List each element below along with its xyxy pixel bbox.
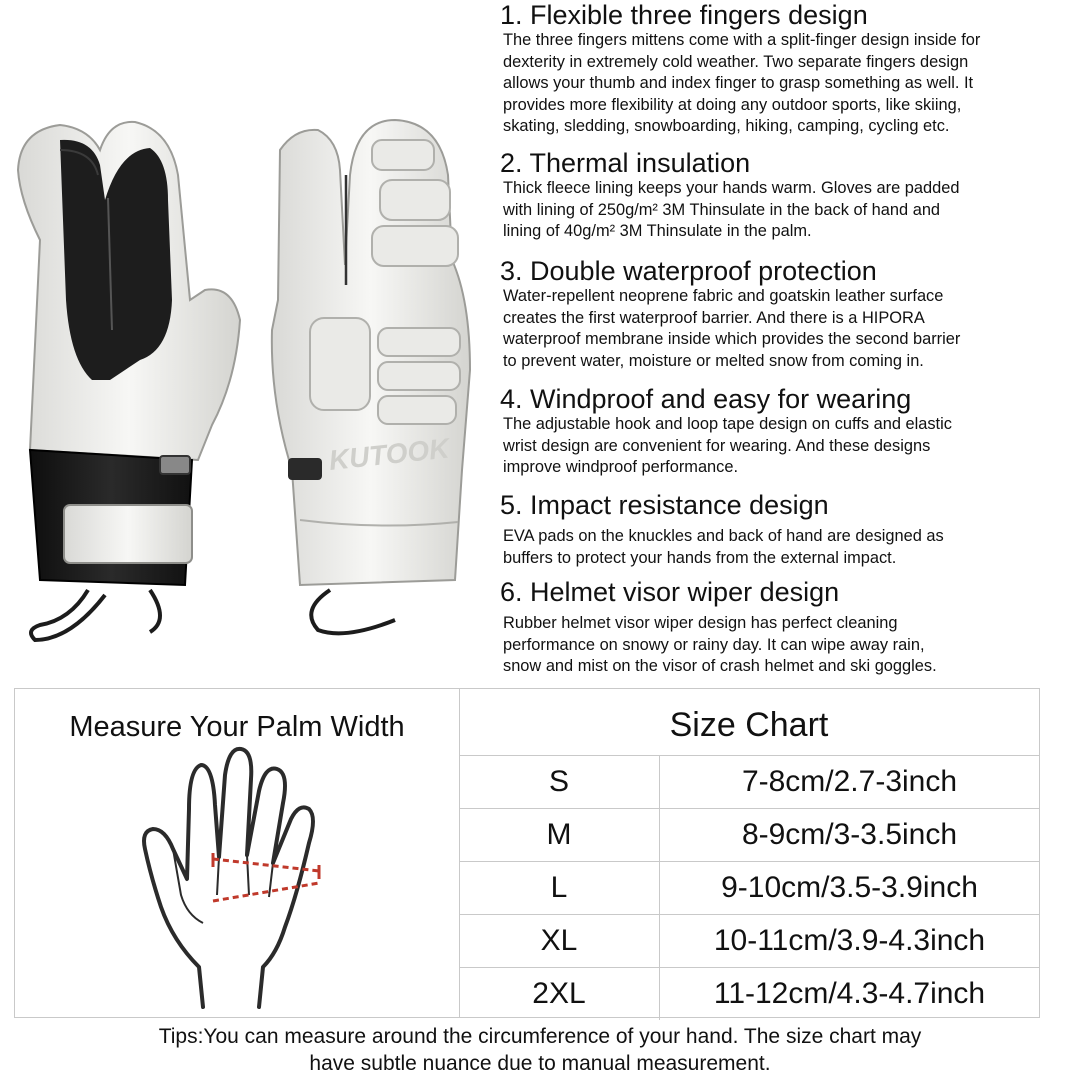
- size-label: XL: [459, 914, 660, 968]
- feature-line: Thick fleece lining keeps your hands war…: [503, 179, 960, 197]
- size-label: 2XL: [459, 967, 660, 1020]
- size-range: 9-10cm/3.5-3.9inch: [659, 861, 1039, 915]
- feature-title: 1. Flexible three fingers design: [500, 0, 868, 30]
- size-range: 11-12cm/4.3-4.7inch: [659, 967, 1039, 1020]
- size-label: L: [459, 861, 660, 915]
- feature-line: allows your thumb and index finger to gr…: [503, 74, 974, 93]
- size-label: M: [459, 808, 660, 862]
- feature-description: Thick fleece lining keeps your hands war…: [500, 178, 1080, 243]
- feature-line: creates the first waterproof barrier. An…: [503, 308, 925, 327]
- feature-title: 2. Thermal insulation: [500, 148, 751, 178]
- feature-line: to prevent water, moisture or melted sno…: [503, 351, 924, 370]
- feature-line: improve windproof performance.: [503, 458, 739, 477]
- size-table: S 7-8cm/2.7-3inch M 8-9cm/3-3.5inch L 9-…: [459, 755, 1039, 1020]
- palm-width-measure-line: [212, 857, 320, 873]
- feature-title: 5. Impact resistance design: [500, 490, 829, 520]
- measure-title: Measure Your Palm Width: [69, 711, 405, 743]
- feature-line: performance on snowy or rainy day. It ca…: [503, 635, 925, 654]
- size-range: 8-9cm/3-3.5inch: [659, 808, 1039, 862]
- feature-thermal-insulation: 2. Thermal insulation Thick fleece linin…: [500, 148, 1080, 243]
- hand-outline-icon: [142, 746, 321, 1009]
- feature-description: Water-repellent neoprene fabric and goat…: [500, 286, 1080, 372]
- feature-line: lining of 40g/m² 3M Thinsulate in the pa…: [503, 222, 812, 241]
- feature-title: 6. Helmet visor wiper design: [500, 577, 840, 607]
- feature-line: dexterity in extremely cold weather. Two…: [503, 52, 969, 71]
- feature-line: The adjustable hook and loop tape design…: [503, 415, 952, 433]
- size-label: S: [459, 755, 660, 809]
- measure-panel: Measure Your Palm Width: [15, 689, 460, 1017]
- size-section: Measure Your Palm Width Size Chart S 7-8…: [14, 688, 1040, 1020]
- feature-visor-wiper: 6. Helmet visor wiper design Rubber helm…: [500, 577, 1080, 678]
- feature-line: buffers to protect your hands from the e…: [503, 548, 897, 567]
- table-row: M 8-9cm/3-3.5inch: [459, 808, 1039, 862]
- feature-flexible-fingers: 1. Flexible three fingers design The thr…: [500, 0, 1080, 138]
- table-row: L 9-10cm/3.5-3.9inch: [459, 861, 1039, 915]
- feature-description: Rubber helmet visor wiper design has per…: [500, 613, 1080, 678]
- gloves-illustration: KUTOOK: [16, 118, 472, 643]
- feature-line: EVA pads on the knuckles and back of han…: [503, 527, 944, 545]
- left-glove-palm: [16, 120, 242, 643]
- tips-line: Tips:You can measure around the circumfe…: [158, 1025, 922, 1048]
- feature-line: skating, sledding, snowboarding, hiking,…: [503, 117, 950, 136]
- feature-line: wrist design are convenient for wearing.…: [503, 436, 931, 455]
- tips-note: Tips:You can measure around the circumfe…: [40, 1023, 1040, 1077]
- feature-description: The adjustable hook and loop tape design…: [500, 414, 1080, 479]
- feature-line: waterproof membrane inside which provide…: [503, 330, 961, 349]
- gloves-product-image: KUTOOK: [0, 0, 500, 690]
- feature-windproof: 4. Windproof and easy for wearing The ad…: [500, 384, 1080, 479]
- feature-impact-resistance: 5. Impact resistance design EVA pads on …: [500, 490, 1080, 569]
- feature-description: EVA pads on the knuckles and back of han…: [500, 526, 1080, 569]
- feature-line: The three fingers mittens come with a sp…: [503, 31, 981, 49]
- feature-title: 4. Windproof and easy for wearing: [500, 384, 912, 414]
- feature-line: Rubber helmet visor wiper design has per…: [503, 614, 898, 632]
- feature-line: with lining of 250g/m² 3M Thinsulate in …: [503, 200, 941, 219]
- features-list: 1. Flexible three fingers design The thr…: [500, 0, 1080, 690]
- right-glove-back: KUTOOK: [270, 118, 472, 636]
- feature-line: provides more flexibility at doing any o…: [503, 95, 962, 114]
- feature-description: The three fingers mittens come with a sp…: [500, 30, 1080, 138]
- tips-line: have subtle nuance due to manual measure…: [309, 1052, 771, 1075]
- size-chart-title: Size Chart: [669, 706, 829, 744]
- size-chart: Size Chart S 7-8cm/2.7-3inch M 8-9cm/3-3…: [459, 689, 1039, 1020]
- feature-line: Water-repellent neoprene fabric and goat…: [503, 287, 944, 305]
- table-row: 2XL 11-12cm/4.3-4.7inch: [459, 967, 1039, 1020]
- feature-line: snow and mist on the visor of crash helm…: [503, 657, 937, 676]
- size-range: 7-8cm/2.7-3inch: [659, 755, 1039, 809]
- table-row: S 7-8cm/2.7-3inch: [459, 755, 1039, 809]
- size-range: 10-11cm/3.9-4.3inch: [659, 914, 1039, 968]
- feature-title: 3. Double waterproof protection: [500, 256, 877, 286]
- feature-waterproof: 3. Double waterproof protection Water-re…: [500, 256, 1080, 372]
- table-row: XL 10-11cm/3.9-4.3inch: [459, 914, 1039, 968]
